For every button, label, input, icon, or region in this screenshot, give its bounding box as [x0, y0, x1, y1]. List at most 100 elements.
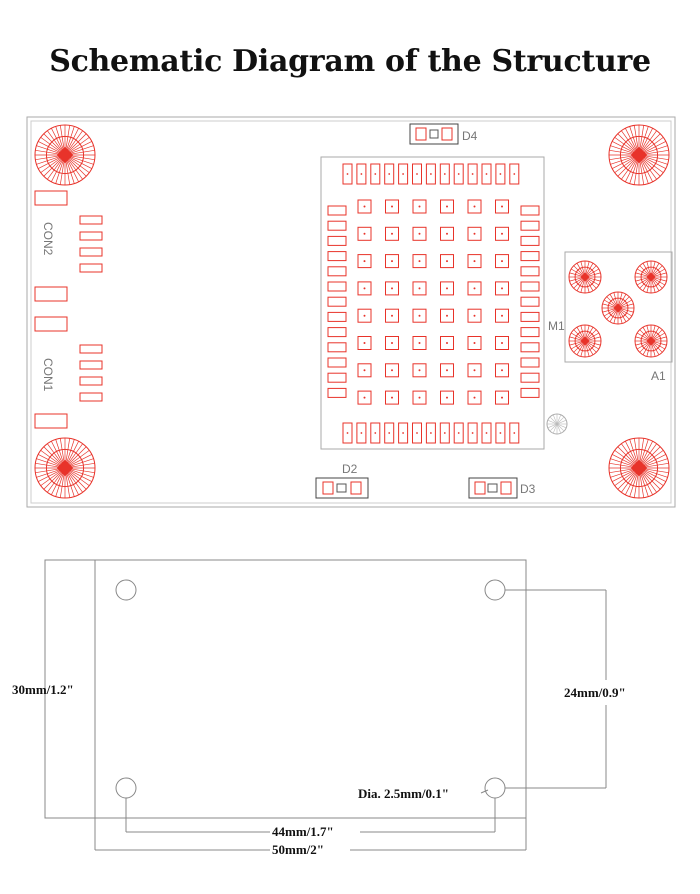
m1-top-pad: [453, 163, 464, 185]
con-pad: [79, 263, 103, 273]
m1-left-pad: [327, 220, 347, 231]
m1-grid-pad: [440, 254, 454, 269]
m1-grid-pad: [357, 390, 372, 405]
m1-top-pad: [342, 163, 353, 185]
m1-top-pad: [439, 163, 450, 185]
m1-right-pad: [520, 387, 540, 398]
m1-grid-pad: [412, 336, 427, 350]
a1-pad-4: [568, 324, 602, 358]
m1-grid-pad: [467, 363, 482, 378]
con-pad: [79, 231, 103, 241]
m1-right-pad: [520, 235, 540, 246]
m1-grid-pad: [495, 281, 509, 296]
m1-grid-pad: [357, 199, 372, 214]
board-outline: [44, 559, 527, 819]
hole-top-left: [115, 579, 137, 601]
m1-right-pad: [520, 372, 540, 383]
con-pad: [79, 360, 103, 370]
dim-height: 30mm/1.2": [12, 682, 74, 697]
hole-bottom-left: [115, 777, 137, 799]
con-pad: [79, 376, 103, 386]
m1-left-pad: [327, 311, 347, 322]
m1-left-pad: [327, 296, 347, 307]
m1-bottom-pad: [384, 422, 395, 444]
m1-grid-pad: [385, 254, 399, 269]
a1-pad-3: [601, 291, 635, 325]
diode-d4: D4: [409, 123, 478, 145]
dim-hole-diameter: Dia. 2.5mm/0.1": [358, 786, 449, 801]
module-m1: M1: [320, 156, 565, 450]
m1-bottom-pad: [425, 422, 436, 444]
label-con2: CON2: [41, 222, 55, 256]
m1-bottom-pad: [356, 422, 367, 444]
m1-right-pad: [520, 357, 540, 368]
m1-grid-pad: [440, 199, 454, 214]
m1-bottom-pad: [398, 422, 409, 444]
m1-right-pad: [520, 281, 540, 292]
m1-bottom-pad: [342, 422, 353, 444]
hole-bottom-right: [484, 777, 506, 799]
m1-grid-pad: [495, 226, 509, 241]
m1-top-pad: [384, 163, 395, 185]
m1-top-pad: [481, 163, 492, 185]
m1-grid-pad: [412, 281, 427, 296]
m1-left-pad: [327, 205, 347, 216]
con-pad: [79, 247, 103, 257]
m1-left-pad: [327, 327, 347, 338]
mount-hole-bottom-left: [34, 437, 96, 499]
diode-d2: D2: [315, 462, 369, 499]
m1-top-pad: [509, 163, 520, 185]
m1-grid-pad: [440, 390, 454, 405]
m1-grid-pad: [495, 363, 509, 378]
left-pads: [34, 190, 68, 429]
pcb-schematic: D4 M1 A1 D2 D3 CON2 CON1: [26, 116, 676, 508]
dim-hole-spacing-vertical: 24mm/0.9": [564, 685, 626, 700]
m1-grid-pad: [495, 199, 509, 214]
con-pad: [79, 215, 103, 225]
m1-grid-pad: [467, 281, 482, 296]
label-con1: CON1: [41, 358, 55, 392]
m1-grid-pad: [495, 390, 509, 405]
m1-grid-pad: [412, 254, 427, 269]
m1-grid-pad: [440, 363, 454, 378]
dim-hole-spacing-horizontal: 44mm/1.7": [272, 824, 334, 839]
connector-a1: A1: [564, 251, 673, 383]
m1-right-pad: [520, 311, 540, 322]
m1-top-pad: [356, 163, 367, 185]
mount-hole-top-right: [608, 124, 670, 186]
a1-pad-5: [634, 324, 668, 358]
m1-grid-pad: [385, 226, 399, 241]
m1-grid-pad: [385, 336, 399, 350]
label-d2: D2: [342, 462, 358, 476]
m1-grid-pad: [385, 363, 399, 378]
m1-top-pad: [370, 163, 381, 185]
m1-bottom-pad: [412, 422, 422, 444]
m1-grid-pad: [412, 199, 427, 214]
m1-top-pad: [495, 163, 506, 185]
con-pad: [79, 392, 103, 402]
mount-hole-bottom-right: [608, 437, 670, 499]
m1-bottom-pad: [509, 422, 520, 444]
m1-top-pad: [467, 163, 478, 185]
m1-grid-pad: [357, 281, 372, 296]
dim-width: 50mm/2": [272, 842, 324, 857]
diagram-title: Schematic Diagram of the Structure: [49, 44, 651, 79]
a1-pad-2: [634, 260, 668, 294]
m1-top-pad: [398, 163, 409, 185]
connector-pads: [79, 215, 103, 402]
m1-grid-pad: [467, 308, 482, 323]
m1-top-pad: [425, 163, 436, 185]
m1-left-pad: [327, 235, 347, 246]
m1-grid-pad: [467, 390, 482, 405]
m1-grid-pad: [385, 199, 399, 214]
m1-left-pad: [327, 387, 347, 398]
m1-grid-pad: [385, 390, 399, 405]
hole-top-right: [484, 579, 506, 601]
pcb-inner-outline: [30, 120, 672, 504]
m1-right-pad: [520, 327, 540, 338]
m1-left-pad: [327, 372, 347, 383]
m1-top-pad: [412, 163, 422, 185]
m1-grid-pad: [440, 226, 454, 241]
m1-grid-pad: [495, 336, 509, 350]
diode-d3: D3: [468, 477, 536, 499]
